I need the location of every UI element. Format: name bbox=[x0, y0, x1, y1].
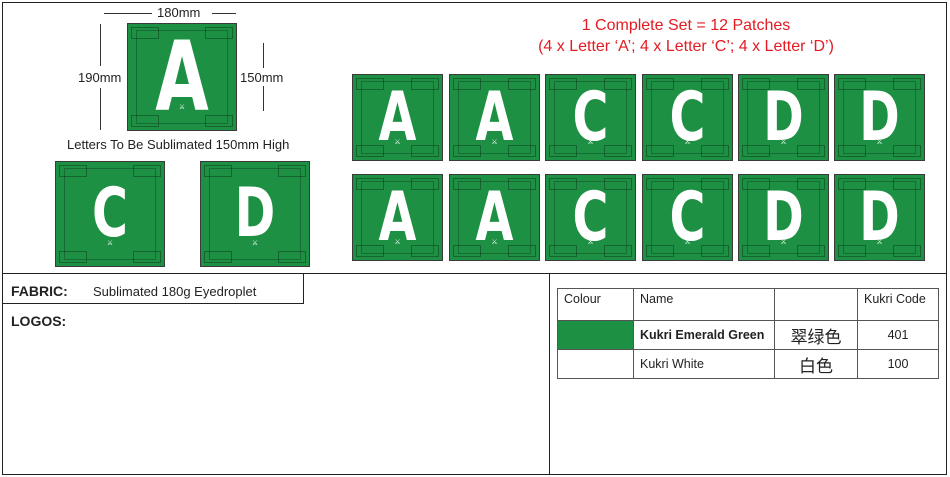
kukri-logo-icon: ⚔ bbox=[587, 139, 594, 146]
set-patch: D ⚔ bbox=[738, 74, 829, 161]
set-patch: A ⚔ bbox=[449, 74, 540, 161]
header-chinese bbox=[774, 288, 858, 321]
height-dimension-line-top bbox=[100, 24, 101, 66]
kukri-logo-icon: ⚔ bbox=[780, 139, 787, 146]
kukri-logo-icon: ⚔ bbox=[587, 239, 594, 246]
table-row: Kukri Emerald Green 翠绿色 401 bbox=[557, 320, 939, 350]
patch-letter: D bbox=[763, 177, 804, 257]
header-name: Name bbox=[633, 288, 775, 321]
set-patch: D ⚔ bbox=[834, 174, 925, 261]
colour-name: Kukri White bbox=[633, 349, 775, 379]
colour-table: Colour Name Kukri Code Kukri Emerald Gre… bbox=[557, 288, 939, 379]
set-patch: C ⚔ bbox=[642, 174, 733, 261]
kukri-code: 401 bbox=[857, 320, 939, 350]
kukri-code: 100 bbox=[857, 349, 939, 379]
section-divider-horizontal bbox=[2, 273, 947, 274]
sample-patch-d: D ⚔ bbox=[200, 161, 310, 267]
width-dimension-line-left bbox=[104, 13, 152, 14]
patch-letter: C bbox=[572, 77, 609, 157]
kukri-logo-icon: ⚔ bbox=[876, 139, 883, 146]
kukri-logo-icon: ⚔ bbox=[684, 139, 691, 146]
letter-dimension-line-top bbox=[263, 43, 264, 68]
patch-letter: D bbox=[763, 77, 804, 157]
kukri-logo-icon: ⚔ bbox=[394, 239, 401, 246]
fabric-value: Sublimated 180g Eyedroplet bbox=[93, 284, 257, 299]
kukri-logo-icon: ⚔ bbox=[780, 239, 787, 246]
patch-letter: D bbox=[859, 77, 900, 157]
patch-letter: D bbox=[234, 174, 276, 253]
set-patch: C ⚔ bbox=[545, 174, 636, 261]
set-patch: D ⚔ bbox=[738, 174, 829, 261]
kukri-logo-icon: ⚔ bbox=[394, 139, 401, 146]
fabric-box bbox=[2, 274, 304, 304]
letter-dimension-line-bottom bbox=[263, 86, 264, 111]
patch-letter: C bbox=[572, 177, 609, 257]
height-dimension-label: 190mm bbox=[78, 70, 122, 85]
width-dimension-label: 180mm bbox=[157, 5, 201, 20]
kukri-logo-icon: ⚔ bbox=[491, 139, 498, 146]
patch-letter: A bbox=[475, 177, 514, 257]
patch-letter: A bbox=[378, 177, 417, 257]
sublimation-caption: Letters To Be Sublimated 150mm High bbox=[67, 137, 290, 152]
kukri-logo-icon: ⚔ bbox=[684, 239, 691, 246]
patch-letter: C bbox=[669, 77, 706, 157]
set-patch: D ⚔ bbox=[834, 74, 925, 161]
set-patch: A ⚔ bbox=[449, 174, 540, 261]
colour-swatch-emerald bbox=[557, 320, 634, 350]
set-patch: C ⚔ bbox=[642, 74, 733, 161]
patch-letter: C bbox=[92, 174, 128, 253]
set-patch: A ⚔ bbox=[352, 174, 443, 261]
patch-letter: A bbox=[155, 21, 209, 133]
kukri-logo-icon: ⚔ bbox=[106, 240, 114, 247]
patch-letter: A bbox=[475, 77, 514, 157]
colour-name-chinese: 翠绿色 bbox=[774, 320, 858, 350]
kukri-logo-icon: ⚔ bbox=[491, 239, 498, 246]
kukri-logo-icon: ⚔ bbox=[251, 240, 259, 247]
logos-label: LOGOS: bbox=[11, 313, 67, 329]
header-colour: Colour bbox=[557, 288, 634, 321]
patch-letter: C bbox=[669, 177, 706, 257]
colour-table-header: Colour Name Kukri Code bbox=[557, 288, 939, 321]
header-kukri-code: Kukri Code bbox=[857, 288, 939, 321]
patch-letter: D bbox=[859, 177, 900, 257]
set-breakdown: (4 x Letter ‘A’; 4 x Letter ‘C’; 4 x Let… bbox=[538, 38, 834, 55]
section-divider-vertical bbox=[549, 273, 550, 475]
colour-name-chinese: 白色 bbox=[774, 349, 858, 379]
colour-name: Kukri Emerald Green bbox=[633, 320, 775, 350]
kukri-logo-icon: ⚔ bbox=[876, 239, 883, 246]
set-count-title: 1 Complete Set = 12 Patches bbox=[581, 17, 791, 34]
width-dimension-line-right bbox=[212, 13, 236, 14]
kukri-logo-icon: ⚔ bbox=[178, 104, 186, 111]
set-patch: A ⚔ bbox=[352, 74, 443, 161]
patch-letter: A bbox=[378, 77, 417, 157]
fabric-label: FABRIC: bbox=[11, 283, 68, 299]
sample-patch-a: A ⚔ bbox=[127, 23, 237, 131]
colour-swatch-white bbox=[557, 349, 634, 379]
sample-patch-c: C ⚔ bbox=[55, 161, 165, 267]
letter-height-label: 150mm bbox=[240, 70, 284, 85]
set-patch: C ⚔ bbox=[545, 74, 636, 161]
height-dimension-line-bottom bbox=[100, 88, 101, 130]
table-row: Kukri White 白色 100 bbox=[557, 349, 939, 379]
